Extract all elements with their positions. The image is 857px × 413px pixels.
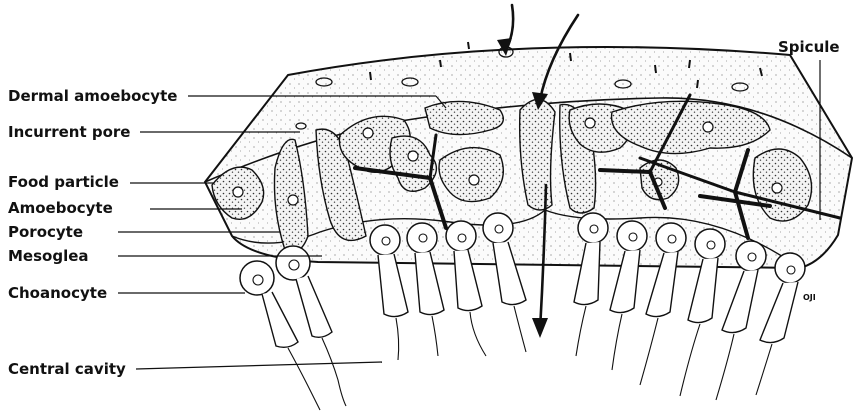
label-amoebocyte: Amoebocyte [8,201,113,216]
label-choanocyte: Choanocyte [8,286,107,301]
artist-signature: OJI [803,293,816,302]
label-food-particle: Food particle [8,175,119,190]
label-incurrent-pore: Incurrent pore [8,125,130,140]
label-porocyte: Porocyte [8,225,83,240]
label-central-cavity: Central cavity [8,362,126,377]
label-spicule: Spicule [778,40,840,55]
label-dermal-amoebocyte: Dermal amoebocyte [8,89,177,104]
label-mesoglea: Mesoglea [8,249,89,264]
